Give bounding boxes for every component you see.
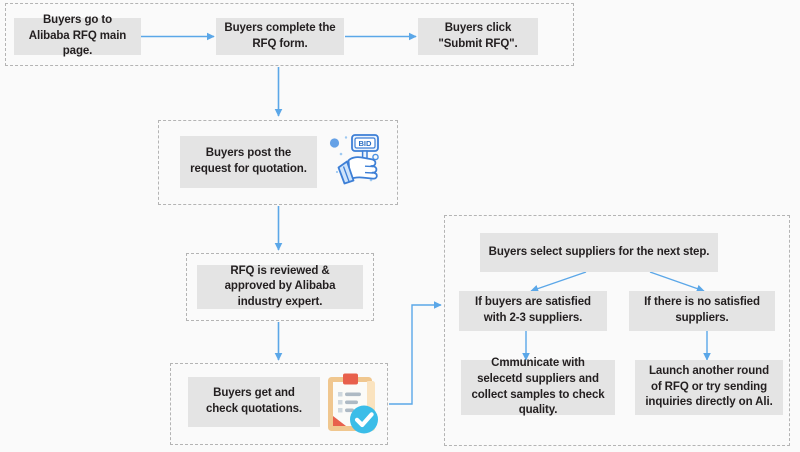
- group-supplier-selection: [444, 215, 790, 446]
- node-step6[interactable]: Buyers get and check quotations.: [188, 377, 320, 427]
- node-branch-yes[interactable]: If buyers are satisfied with 2-3 supplie…: [459, 291, 607, 331]
- clipboard-checkmark-icon: [328, 373, 378, 434]
- node-step2-label: Buyers complete the RFQ form.: [224, 21, 336, 50]
- node-step5[interactable]: RFQ is reviewed & approved by Alibaba in…: [197, 265, 363, 309]
- node-outcome-no-label: Launch another round of RFQ or try sendi…: [645, 365, 773, 409]
- hand-holding-bid-paddle-icon: BID: [329, 134, 379, 185]
- group-rfq-submission: [5, 3, 574, 66]
- group-post-quotation: [158, 120, 398, 205]
- node-step2[interactable]: Buyers complete the RFQ form.: [216, 18, 344, 55]
- node-step4[interactable]: Buyers post the request for quotation.: [180, 136, 317, 188]
- node-step6-label: Buyers get and check quotations.: [205, 387, 303, 415]
- group-check-quotations: [170, 363, 388, 445]
- node-step7[interactable]: Buyers select suppliers for the next ste…: [480, 233, 718, 272]
- node-branch-no[interactable]: If there is no satisfied suppliers.: [629, 291, 775, 331]
- node-outcome-yes-label: Cmmunicate with selecetd suppliers and c…: [471, 357, 605, 417]
- node-step3[interactable]: Buyers click "Submit RFQ".: [418, 18, 538, 55]
- node-step5-label: RFQ is reviewed & approved by Alibaba in…: [224, 264, 336, 308]
- arrow-step6-to-panel: [389, 301, 442, 405]
- node-branch-yes-label: If buyers are satisfied with 2-3 supplie…: [475, 296, 591, 324]
- node-step7-label: Buyers select suppliers for the next ste…: [488, 245, 710, 258]
- clipboard-icon-wrap: [322, 372, 384, 436]
- bid-icon-text: BID: [358, 139, 372, 148]
- node-step3-label: Buyers click "Submit RFQ".: [438, 21, 518, 50]
- node-step4-label: Buyers post the request for quotation.: [190, 147, 307, 175]
- node-outcome-no[interactable]: Launch another round of RFQ or try sendi…: [635, 360, 783, 415]
- bid-icon-wrap: BID: [324, 128, 386, 190]
- node-branch-no-label: If there is no satisfied suppliers.: [644, 296, 760, 324]
- node-step1-label: Buyers go to Alibaba RFQ main page.: [28, 14, 127, 58]
- node-step1[interactable]: Buyers go to Alibaba RFQ main page.: [14, 14, 141, 57]
- group-review-approval: [186, 253, 374, 321]
- node-outcome-yes[interactable]: Cmmunicate with selecetd suppliers and c…: [461, 357, 615, 416]
